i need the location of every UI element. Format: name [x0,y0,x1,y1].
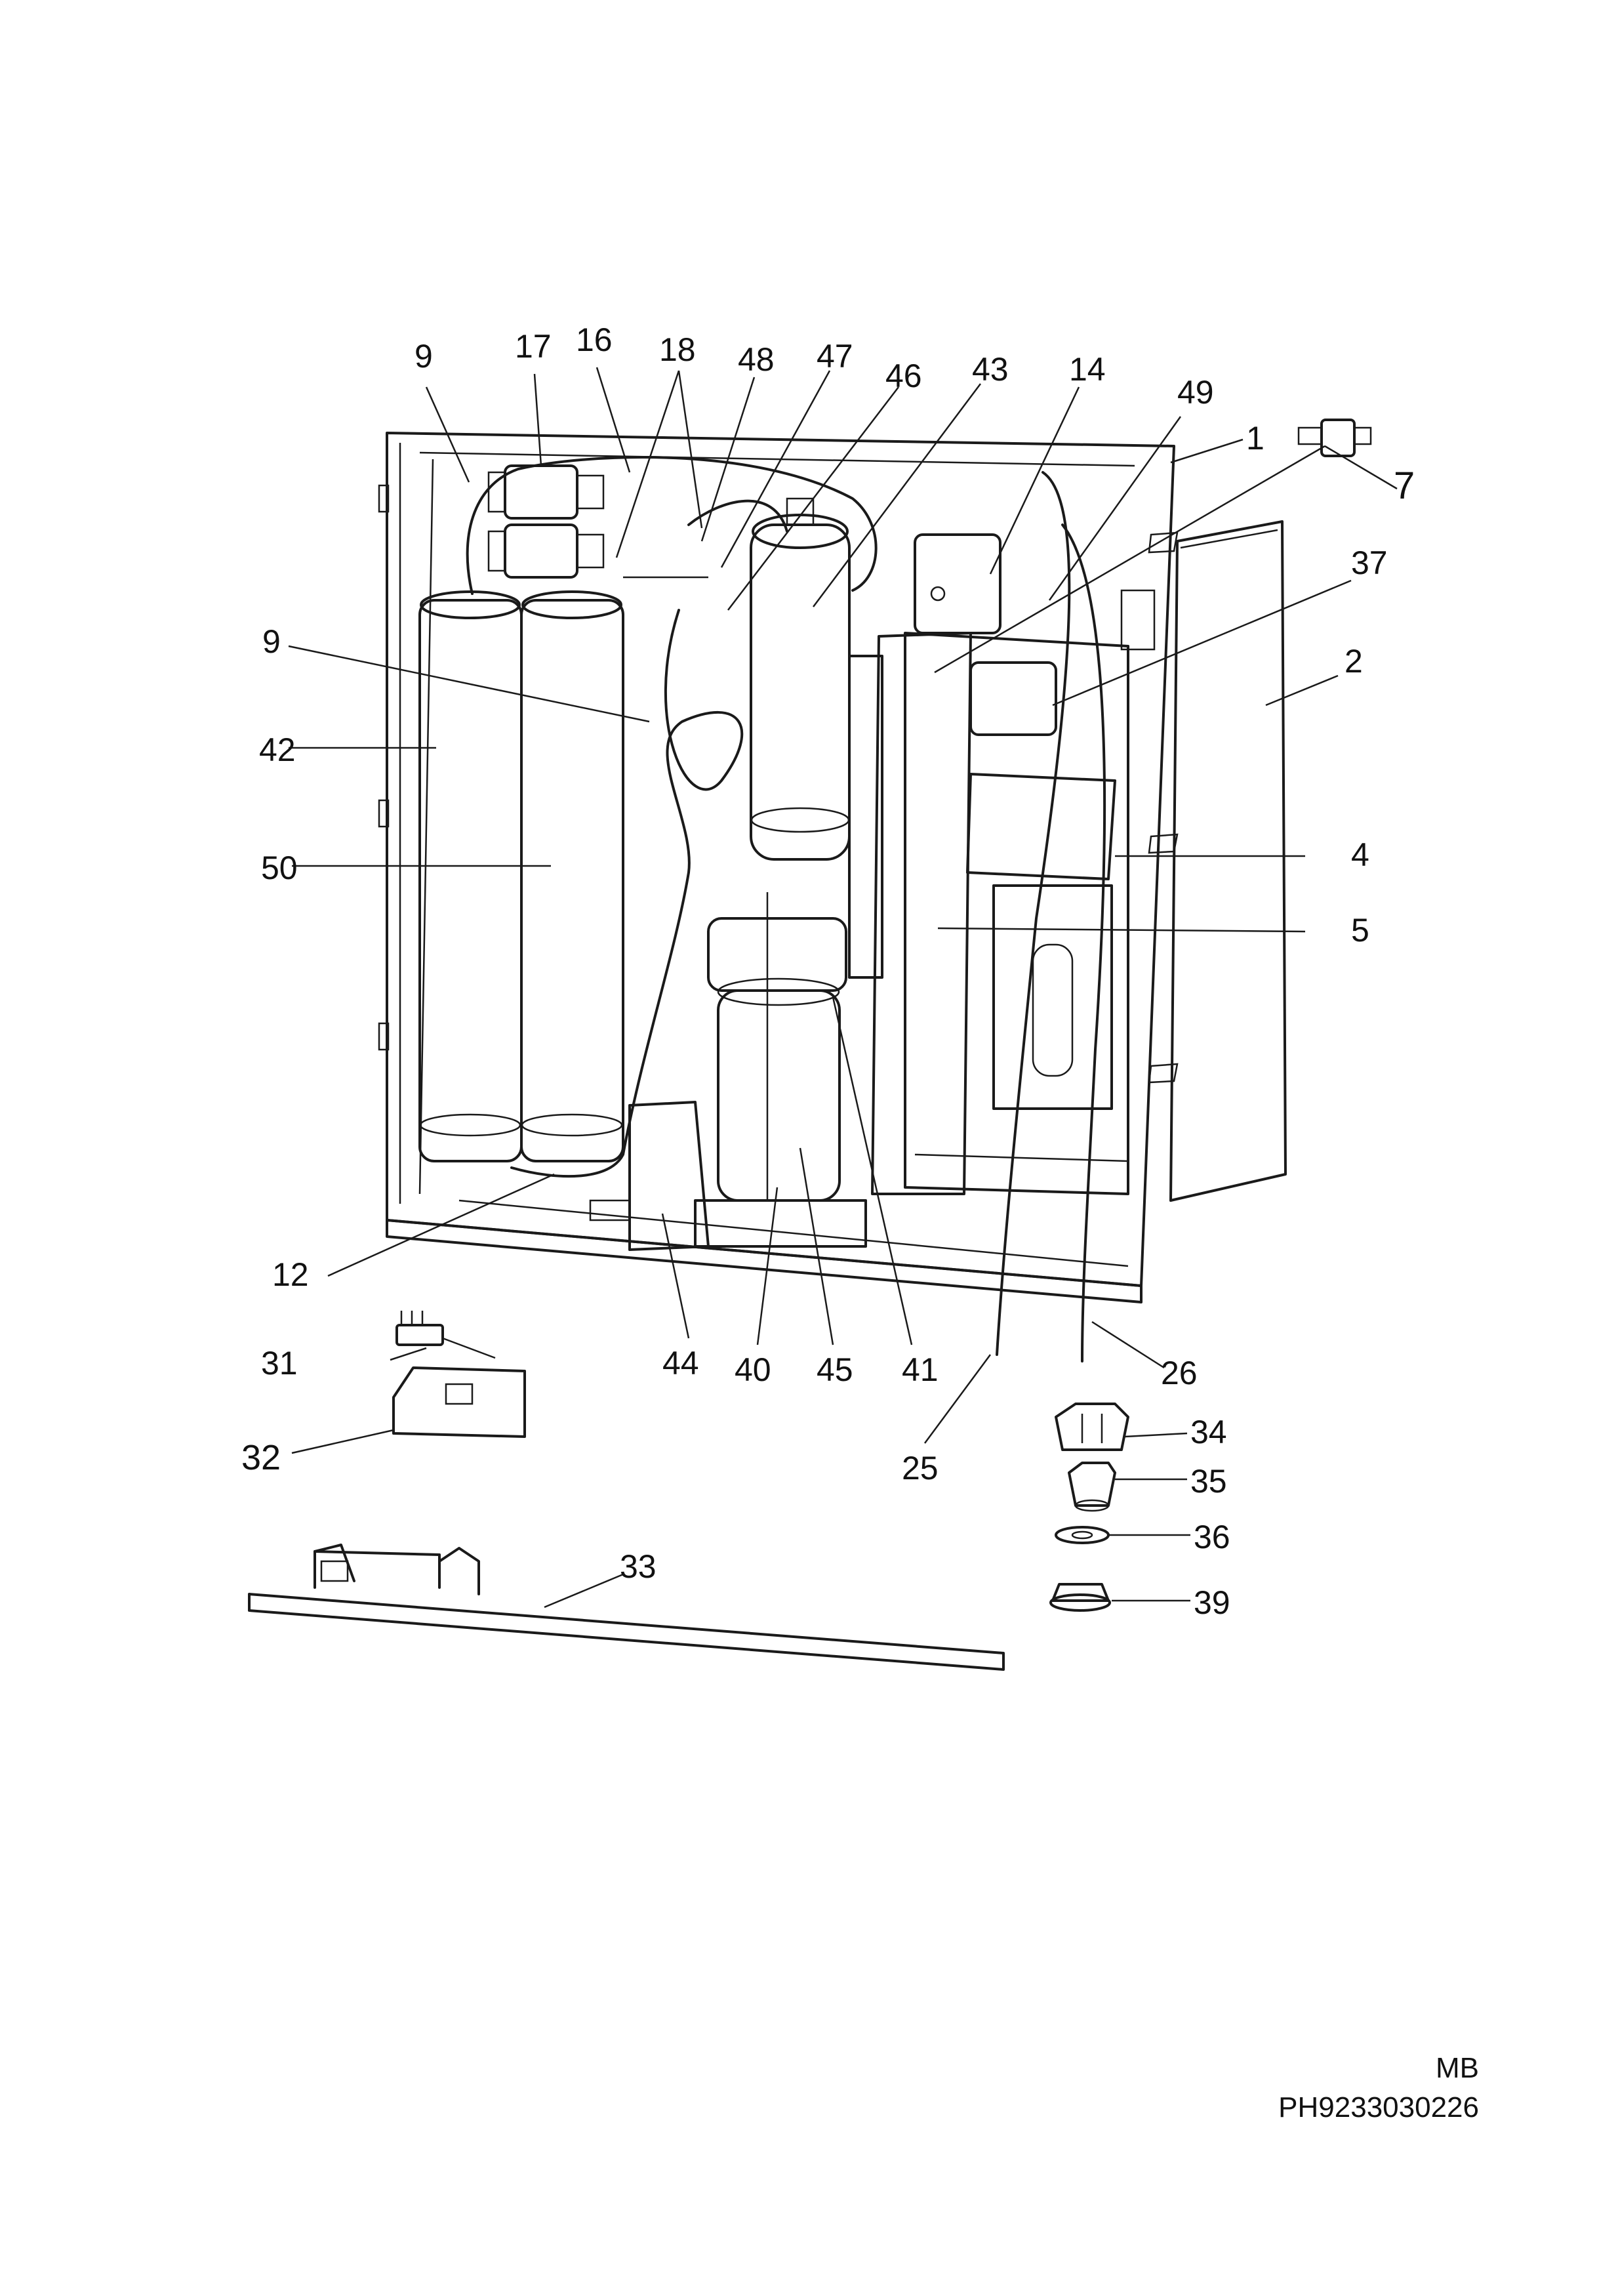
front-cover-panel [1148,520,1287,1202]
tank-assembly-right [904,533,1156,1195]
callout-33: 33 [620,1548,657,1585]
vessel-43 [750,497,851,861]
callout-16: 16 [576,321,613,358]
callout-18: 18 [659,331,696,368]
callout-4: 4 [1351,836,1369,873]
callout-32: 32 [241,1438,281,1477]
cabinet-housing [378,432,1175,1303]
washer-36 [1055,1526,1110,1544]
callout-1: 1 [1246,420,1264,457]
cap-39 [1049,1583,1111,1612]
callout-44: 44 [662,1345,699,1382]
nut-34 [1055,1403,1129,1451]
cover-32 [392,1366,526,1438]
callout-43: 43 [972,351,1009,388]
callout-14: 14 [1069,351,1106,388]
callout-48: 48 [738,341,775,378]
filter-cartridge-50 [520,590,624,1162]
callout-45: 45 [817,1351,853,1388]
callout-7: 7 [1394,464,1415,507]
callout-17: 17 [515,328,552,365]
callout-36: 36 [1194,1519,1230,1555]
callout-12: 12 [272,1256,309,1293]
callout-26: 26 [1161,1355,1198,1391]
callout-42: 42 [259,731,296,768]
callout-34: 34 [1190,1414,1227,1450]
callout-31: 31 [261,1345,298,1382]
callout-39: 39 [1194,1584,1230,1621]
drawing-code-short: MB [1436,2052,1479,2084]
leader-lines [288,367,1398,1609]
rail-33 [248,1544,1005,1671]
callout-35: 35 [1190,1463,1227,1500]
fitting-35 [1068,1462,1116,1512]
switch-31 [395,1311,496,1359]
callout-9-top: 9 [415,338,433,375]
callout-46: 46 [885,358,922,394]
callout-49: 49 [1177,374,1214,411]
center-column [848,632,972,1195]
callout-9-mid: 9 [262,623,281,660]
callout-40: 40 [735,1351,771,1388]
bracket-44 [589,1101,710,1251]
callout-37: 37 [1351,544,1388,581]
drawing-code-long: PH9233030226 [1278,2091,1479,2123]
callout-50: 50 [261,850,298,886]
callout-2: 2 [1345,643,1363,680]
solenoid-valves [487,464,605,579]
callout-41: 41 [902,1351,939,1388]
callout-25: 25 [902,1450,939,1486]
tubing [466,455,1106,1363]
pump-unit-45 [694,892,867,1248]
callout-5: 5 [1351,912,1369,949]
connector-7 [1297,419,1372,457]
callout-47: 47 [817,338,853,375]
callout-labels: 9 17 16 18 48 47 46 43 14 49 1 7 37 2 9 … [241,321,1415,1621]
